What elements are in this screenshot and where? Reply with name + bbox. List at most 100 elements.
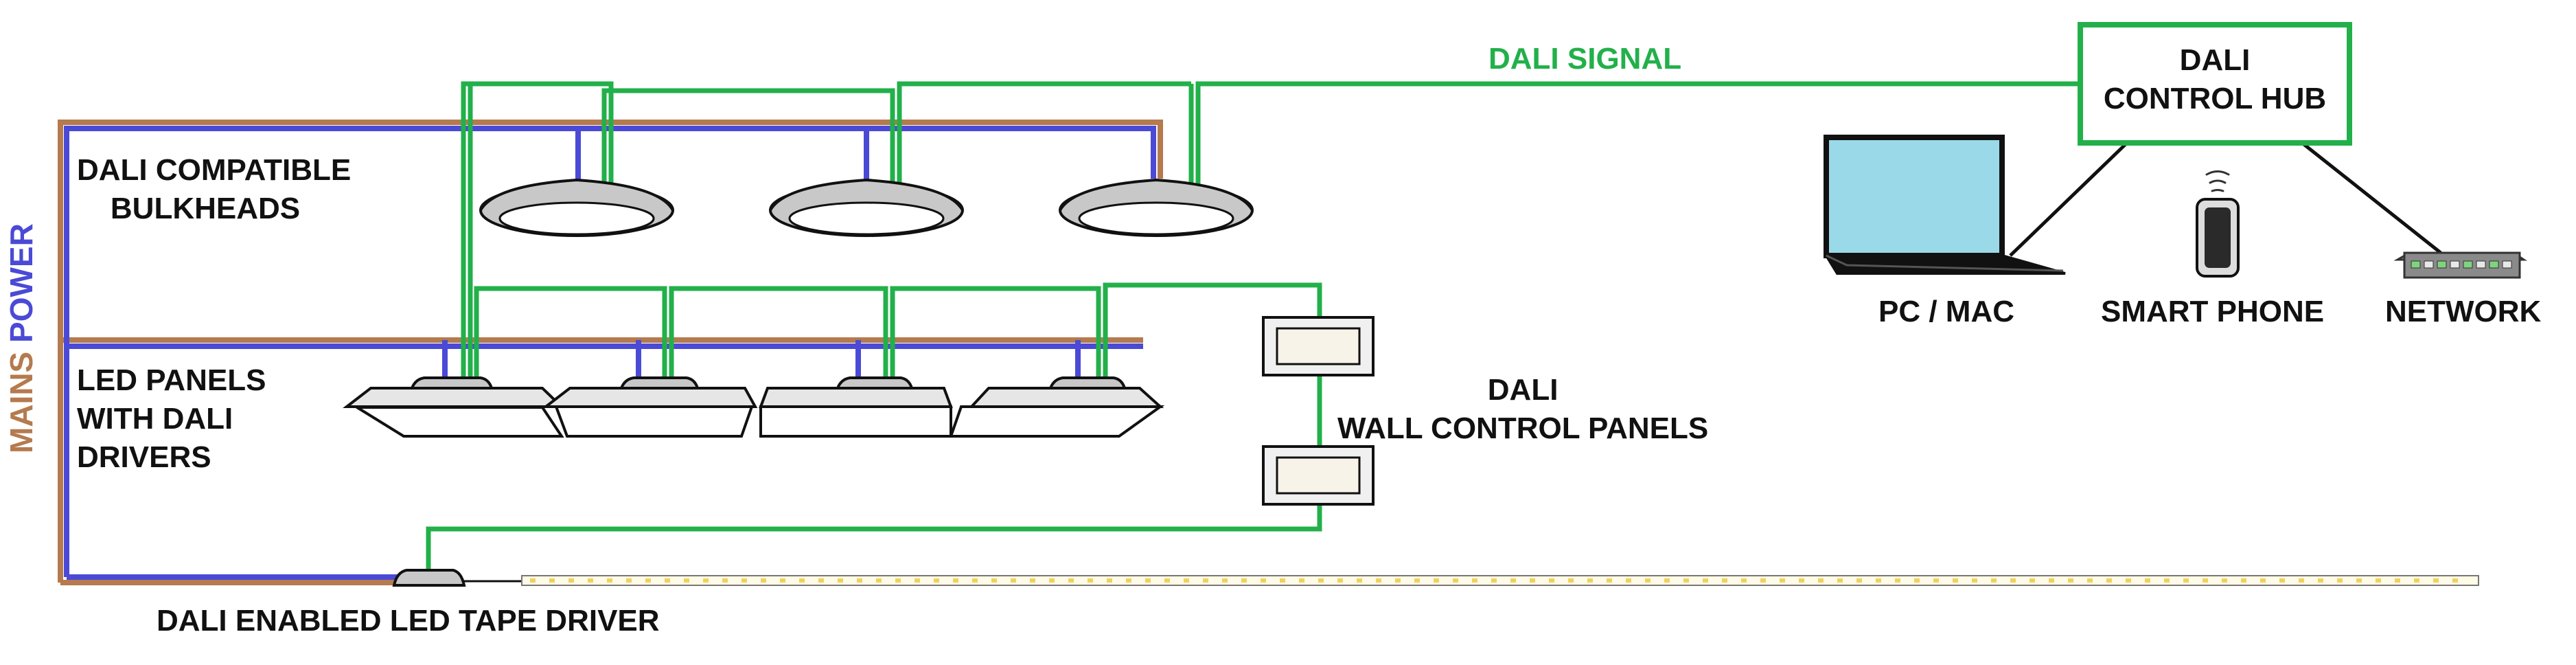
led-tape-emitter [1472,578,1477,583]
led-tape-emitter [1972,578,1977,583]
network-switch-port [2489,260,2499,269]
network-switch-port [2424,260,2434,269]
led-tape-emitter [1722,578,1727,583]
led-tape-emitter [1799,578,1804,583]
led-tape-emitter [2087,578,2093,583]
led-panels-label: LED PANELS WITH DALI DRIVERS [77,363,266,474]
led-tape-emitter [1434,578,1439,583]
led-panel-1 [343,376,565,438]
led-tape-emitter [665,578,670,583]
dali-control-hub-label: DALI CONTROL HUB [2103,43,2327,115]
network-switch-port [2437,260,2447,269]
led-tape-emitter [1184,578,1189,583]
smart-phone-label: SMART PHONE [2101,295,2325,328]
led-tape-emitter [2164,578,2170,583]
led-tape-emitter [1664,578,1670,583]
network-switch-port [2450,260,2460,269]
led-tape-emitters [530,578,2458,583]
bulkhead-3 [1059,178,1254,237]
network-switch-port [2502,260,2512,269]
led-tape-emitter [741,578,747,583]
led-tape-emitter [1126,578,1131,583]
led-tape-emitter [1780,578,1785,583]
led-tape-emitter [1607,578,1612,583]
led-tape-emitter [1876,578,1881,583]
led-tape-emitter [1261,578,1266,583]
led-tape-emitter [2260,578,2266,583]
led-tape-emitter [1587,578,1593,583]
led-tape-emitter [2452,578,2458,583]
led-tape-emitter [1357,578,1362,583]
mains-power-label: MAINS POWER [3,223,39,453]
led-tape-emitter [645,578,651,583]
wall-control-panels-label: DALI WALL CONTROL PANELS [1337,373,1709,445]
network-switch-port [2411,260,2421,269]
wall-control-panel-1 [1262,316,1375,376]
led-tape-emitter [1760,578,1766,583]
led-tape-emitter [703,578,709,583]
mains-power-label-part1: MAINS [3,351,39,453]
led-tape-emitter [530,578,536,583]
led-tape-emitter [2183,578,2189,583]
dali-signal-label: DALI SIGNAL [1488,42,1682,76]
wall-control-panel-2 [1262,445,1375,506]
led-tape-emitter [588,578,593,583]
led-tape-emitter [761,578,766,583]
led-tape-emitter [1953,578,1958,583]
led-tape-emitter [1011,578,1016,583]
led-tape-emitter [972,578,978,583]
led-tape-emitter [991,578,997,583]
led-tape-emitter [1645,578,1651,583]
led-tape-emitter [2010,578,2016,583]
smartphone-icon [2196,198,2240,278]
led-tape-emitter [1222,578,1228,583]
led-tape-emitter [2126,578,2131,583]
led-tape-emitter [2356,578,2362,583]
led-tape-emitter [818,578,824,583]
led-panel-4 [949,376,1165,438]
led-tape-emitter [1280,578,1285,583]
led-tape-emitter [1049,578,1055,583]
led-tape-emitter [895,578,901,583]
led-tape-emitter [1395,578,1401,583]
dali-signal-wiring [426,81,2080,570]
led-tape-emitter [549,578,555,583]
led-tape-emitter [2241,578,2246,583]
led-tape-emitter [1068,578,1074,583]
network-switch-port [2463,260,2473,269]
led-tape-emitter [684,578,689,583]
led-tape-emitter [2318,578,2323,583]
led-tape-emitter [857,578,862,583]
led-tape-emitter [2029,578,2035,583]
bulkhead-1 [479,178,674,237]
tape-driver [392,569,522,587]
led-tape-emitter [1107,578,1112,583]
led-tape-emitter [1453,578,1458,583]
network-switch-ports [2411,260,2512,269]
led-tape-emitter [1549,578,1554,583]
led-tape-emitter [1145,578,1151,583]
led-tape-emitter [780,578,785,583]
led-tape-emitter [1741,578,1747,583]
led-tape-emitter [1088,578,1093,583]
led-tape-emitter [1164,578,1170,583]
led-tape-emitter [953,578,958,583]
led-tape-emitter [2049,578,2054,583]
led-tape-emitter [1991,578,1997,583]
tape-driver-label: DALI ENABLED LED TAPE DRIVER [157,604,660,638]
led-tape-emitter [2299,578,2304,583]
mains-power-wiring [58,120,1163,585]
led-tape-emitter [2337,578,2343,583]
led-tape-emitter [1510,578,1516,583]
led-tape-emitter [838,578,843,583]
mains-power-label-part2: POWER [3,223,39,343]
led-tape-emitter [2106,578,2112,583]
wifi-icon [2205,170,2230,192]
led-tape-emitter [799,578,805,583]
laptop-icon [1824,135,2066,275]
network-switch-icon [2393,251,2527,279]
led-tape-emitter [2279,578,2285,583]
led-tape-emitter [2395,578,2400,583]
pc-mac-label: PC / MAC [1878,295,2014,328]
